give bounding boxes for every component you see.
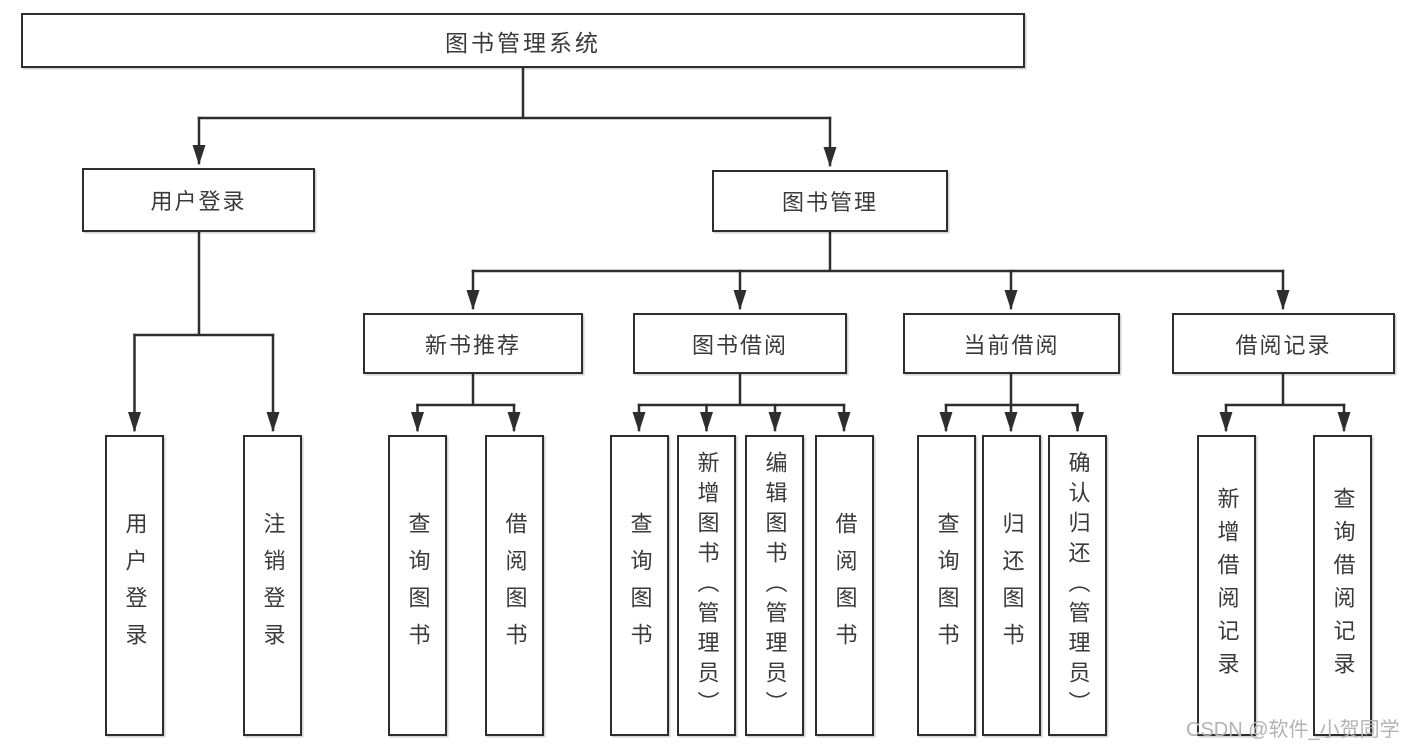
leaf-query-books-borrowing: 查询图书 (610, 435, 669, 736)
node-label: 图书管理系统 (445, 29, 601, 56)
node-borrowing-records: 借阅记录 (1172, 313, 1395, 374)
leaf-confirm-return-admin: 确认归还（管理员） (1048, 435, 1107, 736)
node-library-system: 图书管理系统 (21, 13, 1025, 68)
node-current-borrowing: 当前借阅 (903, 313, 1120, 374)
leaf-borrow-books-recommend: 借阅图书 (485, 435, 544, 736)
leaf-label: 借阅图书 (832, 511, 858, 660)
leaf-user-login: 用户登录 (105, 435, 164, 736)
leaf-label: 查询图书 (627, 511, 653, 660)
leaf-borrow-books-borrowing: 借阅图书 (815, 435, 874, 736)
node-label: 图书借阅 (691, 332, 788, 358)
leaf-label: 查询图书 (934, 511, 960, 660)
leaf-return-books: 归还图书 (982, 435, 1041, 736)
leaf-label: 借阅图书 (502, 511, 528, 660)
leaf-add-books-admin: 新增图书（管理员） (677, 435, 736, 736)
node-label: 新书推荐 (424, 332, 521, 358)
leaf-edit-books-admin: 编辑图书（管理员） (745, 435, 804, 736)
leaf-label: 新增图书（管理员） (694, 450, 720, 721)
leaf-label: 查询图书 (405, 511, 431, 660)
leaf-query-books-recommend: 查询图书 (388, 435, 447, 736)
leaf-label: 注销登录 (260, 511, 286, 660)
node-new-book-recommend: 新书推荐 (363, 313, 583, 374)
node-label: 用户登录 (150, 189, 247, 214)
csdn-watermark: CSDN @软件_小贺同学 (1186, 719, 1400, 741)
leaf-query-books-current: 查询图书 (917, 435, 976, 736)
leaf-label: 确认归还（管理员） (1065, 450, 1091, 721)
node-user-login-branch: 用户登录 (82, 168, 315, 232)
leaf-query-borrow-record: 查询借阅记录 (1313, 435, 1372, 736)
node-label: 借阅记录 (1235, 332, 1332, 358)
node-book-borrowing: 图书借阅 (633, 313, 847, 374)
leaf-add-borrow-record: 新增借阅记录 (1197, 435, 1256, 736)
leaf-label: 用户登录 (122, 511, 148, 660)
node-book-management-branch: 图书管理 (712, 170, 948, 232)
leaf-label: 查询借阅记录 (1330, 486, 1356, 685)
node-label: 当前借阅 (963, 332, 1060, 358)
leaf-logout: 注销登录 (243, 435, 302, 736)
leaf-label: 新增借阅记录 (1214, 486, 1240, 685)
leaf-label: 编辑图书（管理员） (762, 450, 788, 721)
node-label: 图书管理 (781, 190, 878, 215)
leaf-label: 归还图书 (999, 511, 1025, 660)
